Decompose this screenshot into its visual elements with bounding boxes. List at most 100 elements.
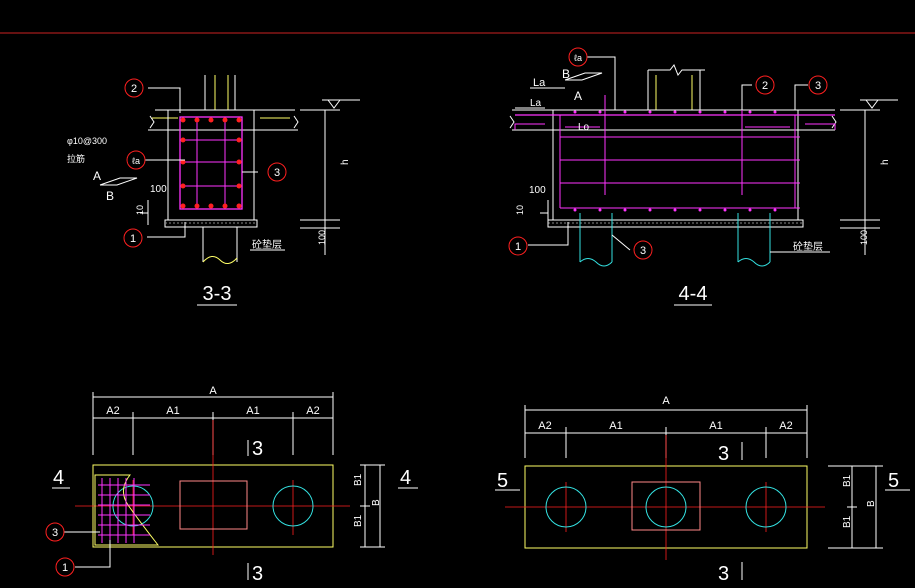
callout-circle-1	[55, 557, 75, 577]
column-break	[648, 64, 705, 76]
callout-circle-1	[123, 228, 143, 248]
pile-circle-right	[745, 486, 787, 528]
column-footprint	[179, 480, 248, 530]
lap-label-2: La	[530, 98, 542, 109]
label-b: B	[106, 189, 114, 203]
callout-text-1: 1	[515, 241, 521, 253]
cut-label-top: 3	[252, 438, 263, 460]
rebar-mesh	[98, 478, 150, 543]
dim-100-vert-text: 100	[859, 230, 869, 245]
leader-3-bot	[611, 234, 631, 251]
callout-text-la: ℓa	[132, 156, 140, 166]
cut-label-right: 5	[888, 470, 899, 492]
callout-circle-2	[755, 75, 775, 95]
elev-triangle	[327, 99, 341, 109]
callout-circle-1	[508, 236, 528, 256]
plan-right-text: A A2 A1 A1 A2 3 3 5 5 B1 B1 B	[497, 395, 899, 585]
stirrup-outer	[179, 116, 243, 210]
callout-circle-3-bot	[633, 240, 653, 260]
section-4-4-text: ℓa 2 3 1 3 La La Lo B A 100 10 h 100 砼垫层…	[515, 53, 891, 305]
column-footprint	[631, 481, 701, 531]
elev-triangle	[865, 99, 879, 109]
pile-right-break	[737, 258, 771, 267]
leader-3-top	[794, 84, 808, 110]
dim-a2-left: A2	[106, 405, 119, 417]
callout-text-3-top: 3	[815, 80, 821, 92]
dim-total-a: A	[209, 385, 217, 397]
dim-b: B	[866, 500, 877, 507]
dim-100-text: 100	[529, 185, 546, 196]
cut-label-bottom: 3	[718, 563, 729, 585]
ab-arrow-shape	[99, 177, 138, 186]
plan-right	[495, 405, 910, 580]
label-b: B	[562, 67, 570, 81]
section-3-3	[99, 75, 360, 306]
break-mark-right	[831, 115, 837, 129]
dim-a1-right: A1	[709, 420, 722, 432]
dim-a2-left: A2	[538, 420, 551, 432]
pile-circle-center	[645, 486, 687, 528]
cut-label-top: 3	[718, 443, 729, 465]
leader-2	[148, 87, 181, 113]
dim-a1-right: A1	[246, 405, 259, 417]
rebar-dots-top	[573, 110, 777, 212]
plan-left-text: A A2 A1 A1 A2 3 3 4 4 B1 B1 B 3 1	[52, 385, 411, 585]
pile-left-break	[579, 258, 613, 267]
callout-circle-la	[568, 47, 588, 67]
cut-label-right: 4	[400, 467, 411, 489]
leader-1	[147, 222, 186, 238]
leader-la-top	[587, 56, 616, 110]
label-a: A	[93, 169, 101, 183]
leader-1	[75, 540, 111, 568]
dim-a1-left: A1	[609, 420, 622, 432]
dim-h-text: h	[880, 159, 891, 165]
callout-circle-3	[267, 162, 287, 182]
dim-b1-bot: B1	[842, 515, 853, 528]
cut-label-left: 5	[497, 470, 508, 492]
break-mark-right	[293, 115, 299, 129]
callout-text-la: ℓa	[574, 53, 582, 63]
pile-break	[202, 256, 238, 264]
callout-circle-2	[124, 78, 144, 98]
section-4-4	[508, 47, 898, 306]
callout-text-2: 2	[131, 83, 137, 95]
dim-b1-bot: B1	[353, 514, 364, 527]
section-title-3-3: 3-3	[203, 283, 232, 305]
dim-100-vert-text: 100	[317, 230, 327, 245]
lap-rebar-left	[514, 123, 545, 130]
dim-100-text: 100	[150, 184, 167, 195]
dim-a2-right: A2	[306, 405, 319, 417]
leader-2	[741, 84, 752, 110]
label-a: A	[574, 89, 582, 103]
rebar-note-1: φ10@300	[67, 136, 107, 146]
lap-label-1: La	[533, 77, 546, 89]
section-title-4-4: 4-4	[679, 283, 708, 305]
dim-b1-top: B1	[353, 473, 364, 486]
rebar-note-2: 拉筋	[67, 153, 85, 164]
callout-text-2: 2	[762, 80, 768, 92]
callout-text-3: 3	[52, 527, 58, 539]
callout-circle-3-top	[808, 75, 828, 95]
callout-text-1: 1	[130, 233, 136, 245]
callout-circle-3	[45, 522, 65, 542]
dim-b1-top: B1	[842, 474, 853, 487]
pile-circle-left	[545, 486, 587, 528]
dim-h-text: h	[340, 159, 351, 165]
pile-circle-right	[272, 485, 314, 527]
lap-rebar-right	[805, 123, 836, 130]
dim-total-a: A	[662, 395, 670, 407]
dim-a1-left: A1	[166, 405, 179, 417]
cushion-label: 砼垫层	[793, 240, 823, 253]
pile-circle-left	[112, 485, 154, 527]
lap-label-3: Lo	[578, 122, 590, 133]
dim-10-text: 10	[135, 205, 145, 215]
break-mark-left	[509, 115, 515, 129]
dim-10-text: 10	[515, 205, 525, 215]
plan-left	[45, 392, 418, 580]
cut-label-bottom: 3	[252, 563, 263, 585]
callout-text-3: 3	[274, 167, 280, 179]
ab-arrow-shape	[564, 72, 603, 81]
leader-1	[528, 222, 569, 246]
